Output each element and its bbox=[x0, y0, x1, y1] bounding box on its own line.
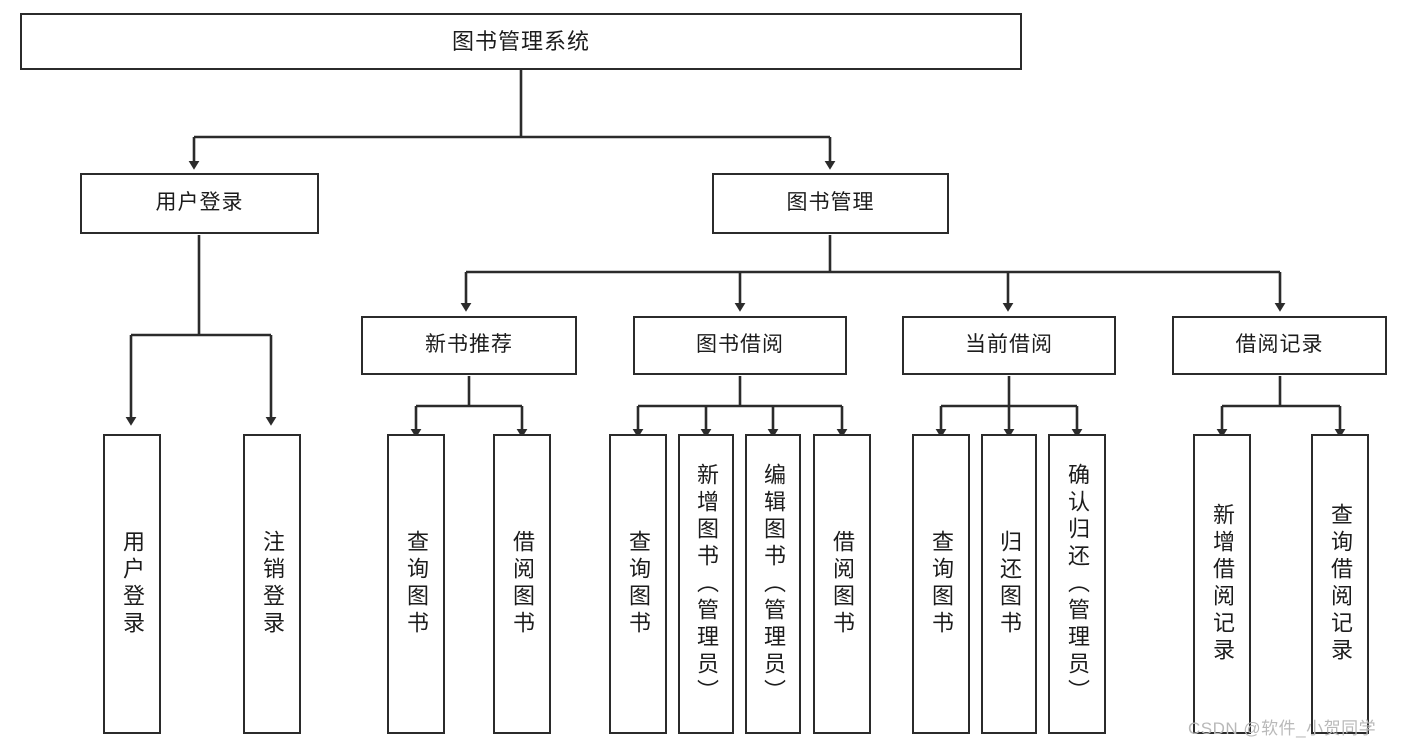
node-label: 编辑图书（管理员） bbox=[761, 462, 786, 706]
node-label: 借阅图书 bbox=[830, 530, 855, 638]
node-label: 图书借阅 bbox=[696, 333, 784, 357]
node-label: 新增图书（管理员） bbox=[694, 462, 719, 706]
node-label: 注销登录 bbox=[260, 530, 285, 638]
node-new-book-recommend[interactable]: 新书推荐 bbox=[361, 316, 577, 375]
node-leaf-return-book[interactable]: 归还图书 bbox=[981, 434, 1037, 734]
node-leaf-query-borrow-record[interactable]: 查询借阅记录 bbox=[1311, 434, 1369, 734]
node-label: 查询借阅记录 bbox=[1328, 503, 1353, 665]
node-label: 用户登录 bbox=[120, 530, 145, 638]
node-label: 确认归还（管理员） bbox=[1065, 462, 1090, 706]
node-leaf-query-book-1[interactable]: 查询图书 bbox=[387, 434, 445, 734]
node-label: 查询图书 bbox=[626, 530, 651, 638]
node-leaf-user-login[interactable]: 用户登录 bbox=[103, 434, 161, 734]
node-label: 查询图书 bbox=[404, 530, 429, 638]
node-leaf-logout-login[interactable]: 注销登录 bbox=[243, 434, 301, 734]
node-user-login[interactable]: 用户登录 bbox=[80, 173, 319, 234]
node-leaf-confirm-return[interactable]: 确认归还（管理员） bbox=[1048, 434, 1106, 734]
node-label: 查询图书 bbox=[929, 530, 954, 638]
node-label: 归还图书 bbox=[997, 530, 1022, 638]
node-label: 借阅图书 bbox=[510, 530, 535, 638]
node-current-borrow[interactable]: 当前借阅 bbox=[902, 316, 1116, 375]
node-leaf-borrow-book-1[interactable]: 借阅图书 bbox=[493, 434, 551, 734]
node-leaf-borrow-book-2[interactable]: 借阅图书 bbox=[813, 434, 871, 734]
node-label: 当前借阅 bbox=[965, 333, 1053, 357]
node-label: 借阅记录 bbox=[1235, 333, 1324, 357]
node-leaf-add-borrow-record[interactable]: 新增借阅记录 bbox=[1193, 434, 1251, 734]
node-label: 图书管理系统 bbox=[451, 28, 590, 54]
node-label: 新书推荐 bbox=[425, 333, 513, 357]
node-book-manage[interactable]: 图书管理 bbox=[712, 173, 949, 234]
node-leaf-query-book-2[interactable]: 查询图书 bbox=[609, 434, 667, 734]
node-root-system[interactable]: 图书管理系统 bbox=[20, 13, 1022, 70]
node-leaf-query-book-3[interactable]: 查询图书 bbox=[912, 434, 970, 734]
node-book-borrow[interactable]: 图书借阅 bbox=[633, 316, 847, 375]
csdn-watermark: CSDN @软件_小贺同学 bbox=[1188, 719, 1377, 738]
node-label: 新增借阅记录 bbox=[1210, 503, 1235, 665]
node-leaf-add-book[interactable]: 新增图书（管理员） bbox=[678, 434, 734, 734]
node-borrow-record[interactable]: 借阅记录 bbox=[1172, 316, 1387, 375]
node-label: 图书管理 bbox=[786, 191, 875, 215]
node-label: 用户登录 bbox=[155, 191, 244, 215]
node-leaf-edit-book[interactable]: 编辑图书（管理员） bbox=[745, 434, 801, 734]
